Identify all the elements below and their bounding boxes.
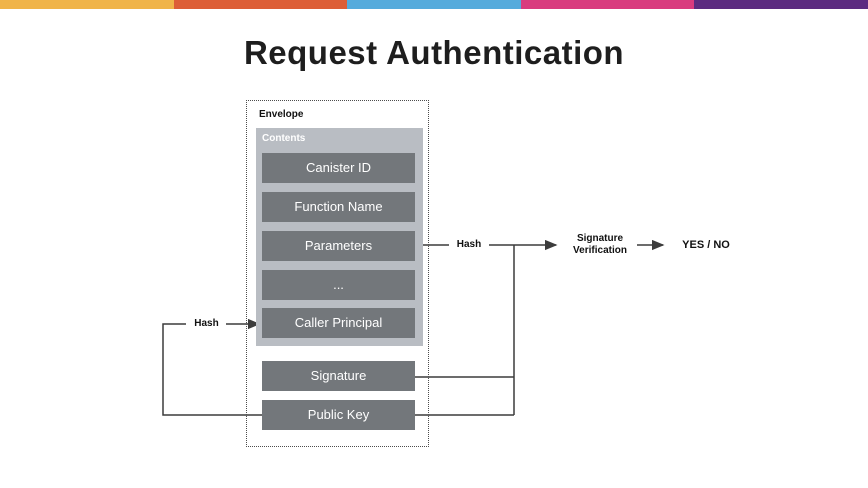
envelope-label: Envelope [259, 109, 304, 120]
result-label: YES / NO [682, 239, 730, 251]
top-bar-segment-pink [520, 0, 695, 9]
hash-label-right: Hash [456, 239, 482, 250]
field-public-key: Public Key [262, 400, 415, 430]
field-parameters: Parameters [262, 231, 415, 261]
field-function-name: Function Name [262, 192, 415, 222]
signature-verification-label: Signature Verification [558, 233, 642, 256]
page-title: Request Authentication [243, 34, 625, 71]
field-canister-id: Canister ID [262, 153, 415, 183]
signature-verification-line1: Signature [576, 233, 624, 244]
top-bar-segment-orange [0, 0, 174, 9]
top-bar-segment-purple [694, 0, 868, 9]
top-bar-segment-red [173, 0, 348, 9]
field-ellipsis: ... [262, 270, 415, 300]
contents-label: Contents [262, 133, 306, 144]
hash-label-left: Hash [194, 318, 219, 329]
top-bar-segment-blue [347, 0, 521, 9]
signature-verification-line2: Verification [573, 244, 627, 256]
field-signature: Signature [262, 361, 415, 391]
field-caller-principal: Caller Principal [262, 308, 415, 338]
top-color-bar [0, 0, 868, 9]
envelope-box [246, 100, 429, 447]
